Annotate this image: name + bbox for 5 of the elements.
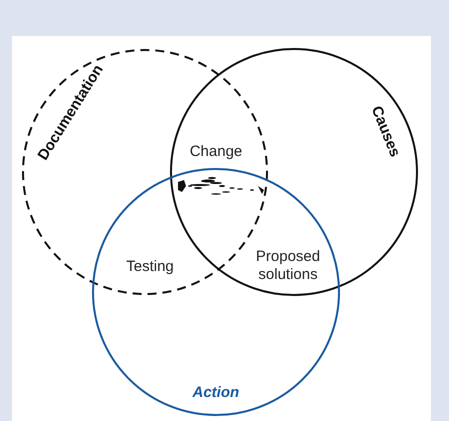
- set-label: Action: [192, 384, 240, 400]
- set-label: Causes: [367, 103, 404, 159]
- region-label: Proposed solutions: [254, 248, 322, 284]
- region-label: Testing: [125, 258, 175, 276]
- region-label: Change: [188, 143, 244, 161]
